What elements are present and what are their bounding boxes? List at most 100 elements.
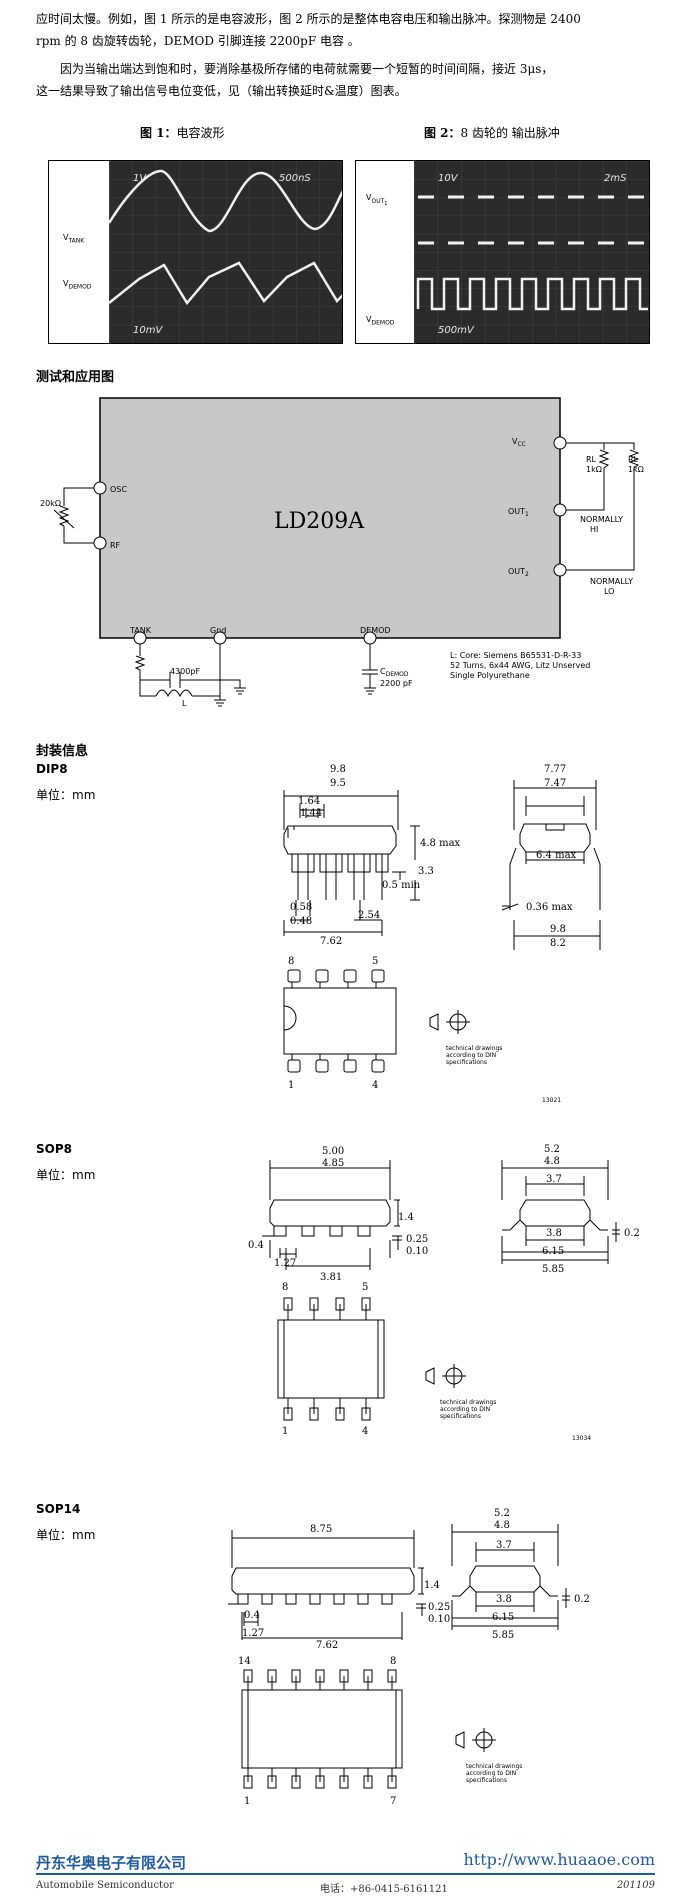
- sop8-name: SOP8: [36, 1142, 72, 1156]
- sop8-dim-5-2: 5.2: [544, 1144, 560, 1155]
- figure2-label: 图 2：: [424, 126, 461, 140]
- sop8-dim-0-4: 0.4: [248, 1240, 264, 1251]
- figure2-vout-label: VOUT1: [366, 193, 388, 207]
- rl1-label: RL: [586, 455, 597, 464]
- sop14-pin-7: 7: [390, 1796, 396, 1807]
- sop8-dim-6-15: 6.15: [542, 1246, 564, 1257]
- dip8-dim-9-8b: 9.8: [550, 924, 566, 935]
- application-heading: 测试和应用图: [36, 370, 115, 385]
- demod-label: DEMOD: [360, 626, 391, 635]
- figure2-vdemod-label: VDEMOD: [366, 315, 395, 327]
- intro-line-4: 这一结果导致了输出信号电位变低，见（输出转换延时&温度）图表。: [36, 84, 407, 98]
- figure2-waveforms: [414, 161, 649, 343]
- rf-label: RF: [110, 541, 121, 550]
- figure2-scope: VOUT1 VDEMOD 10V 2mS 500mV: [355, 160, 650, 344]
- figure1-caption: 图 1：电容波形: [140, 124, 225, 141]
- dip8-pin-4: 4: [372, 1080, 378, 1091]
- dip8-dim-9-5: 9.5: [330, 778, 346, 789]
- dip8-tech-1: technical drawings: [446, 1045, 502, 1052]
- sop14-dim-0-10: 0.10: [428, 1614, 450, 1625]
- sop8-dim-0-25: 0.25: [406, 1234, 428, 1245]
- sop14-dim-5-2: 5.2: [494, 1508, 510, 1519]
- sop14-tech-1: technical drawings: [466, 1763, 522, 1770]
- dip8-tech-2: according to DIN: [446, 1052, 496, 1059]
- sop14-drawing: 8.75 1.4 0.25 0.10 0.4 1.27 7.62 5.2 4.8…: [228, 1508, 590, 1807]
- dip8-dim-7-77: 7.77: [544, 764, 566, 775]
- note-line-1: L: Core: Siemens B65531-D-R-33: [450, 651, 581, 660]
- dip8-name: DIP8: [36, 762, 68, 776]
- sop8-dim-5-85: 5.85: [542, 1264, 564, 1275]
- sop8-dim-3-81: 3.81: [320, 1272, 342, 1283]
- gnd-label: Gnd: [210, 626, 226, 635]
- c4300-label: 4300pF: [170, 667, 200, 676]
- intro-line-2: rpm 的 8 齿旋转齿轮，DEMOD 引脚连接 2200pF 电容 。: [36, 34, 360, 48]
- dip8-pin-5: 5: [372, 956, 378, 967]
- sop8-tech-2: according to DIN: [440, 1406, 490, 1413]
- rl2-label: RL: [628, 455, 639, 464]
- dip8-dim-7-47: 7.47: [544, 778, 566, 789]
- normally-lo-2: LO: [604, 587, 614, 596]
- figure1-scale-left: 1V: [133, 173, 147, 184]
- sop8-dim-4-8: 4.8: [544, 1156, 560, 1167]
- figure1-scale-right: 500nS: [279, 173, 311, 184]
- sop14-dim-7-62: 7.62: [316, 1640, 338, 1651]
- osc-label: OSC: [110, 485, 127, 494]
- normally-lo-1: NORMALLY: [590, 577, 633, 586]
- normally-hi-1: NORMALLY: [580, 515, 623, 524]
- sop8-dim-3-7: 3.7: [546, 1174, 562, 1185]
- dip8-dim-1-44: 1.44: [300, 808, 322, 819]
- figure1-waveforms: [109, 161, 342, 343]
- sop14-dim-0-2: 0.2: [574, 1594, 590, 1605]
- figure1-scope: VTANK VDEMOD 1V 500nS 10mV: [48, 160, 343, 344]
- sop8-dim-0-2: 0.2: [624, 1228, 640, 1239]
- footer-company: 丹东华奥电子有限公司: [36, 1854, 187, 1872]
- sop8-dim-4-85: 4.85: [322, 1158, 344, 1169]
- r20k-label: 20kΩ: [40, 499, 61, 508]
- sop8-dim-1-27: 1.27: [274, 1258, 296, 1269]
- sop8-drawing: 5.00 4.85 1.4 0.25 0.10 0.4 1.27 3.81 5.…: [248, 1144, 640, 1442]
- dip8-dim-4-8max: 4.8 max: [420, 838, 461, 849]
- figure1-label: 图 1：: [140, 126, 177, 140]
- sop14-pin-14: 14: [238, 1656, 251, 1667]
- sop8-dim-1-4: 1.4: [398, 1212, 414, 1223]
- figure2-scale-left: 10V: [438, 173, 458, 184]
- dip8-pin-8: 8: [288, 956, 294, 967]
- sop8-pin-8: 8: [282, 1282, 288, 1293]
- dip8-tech-3: specifications: [446, 1059, 487, 1066]
- vcc-label: VCC: [512, 437, 526, 448]
- dip8-dim-0-48: 0.48: [290, 916, 312, 927]
- application-diagram: LD209A VCC OSC RF OUT1 OUT2 TANK Gnd DEM…: [40, 397, 644, 708]
- note-line-2: 52 Turns, 6x44 AWG, Litz Unserved: [450, 661, 590, 670]
- sop14-tech-2: according to DIN: [466, 1770, 516, 1777]
- sop14-dim-0-4: 0.4: [244, 1610, 260, 1621]
- sop14-dim-1-27: 1.27: [242, 1628, 264, 1639]
- intro-line-3: 因为当输出端达到饱和时，要消除基极所存储的电荷就需要一个短暂的时间间隔，接近 3…: [60, 62, 554, 76]
- sop8-tech-1: technical drawings: [440, 1399, 496, 1406]
- dip8-code: 13021: [542, 1097, 561, 1104]
- rl2-value: 1kΩ: [628, 465, 644, 474]
- figure2-scale-right: 2mS: [604, 173, 627, 184]
- sop14-dim-3-8: 3.8: [496, 1594, 512, 1605]
- sop8-dim-0-10: 0.10: [406, 1246, 428, 1257]
- sop14-dim-1-4: 1.4: [424, 1580, 440, 1591]
- footer-subtitle: Automobile Semiconductor: [36, 1880, 174, 1891]
- dip8-dim-0-58: 0.58: [290, 902, 312, 913]
- figure1-screen: 1V 500nS 10mV: [109, 161, 342, 343]
- footer-divider: [36, 1873, 655, 1875]
- dip8-dim-0-36max: 0.36 max: [526, 902, 573, 913]
- sop14-unit: 单位：mm: [36, 1528, 96, 1542]
- out1-label: OUT1: [508, 507, 529, 518]
- sop8-tech-3: specifications: [440, 1413, 481, 1420]
- sop14-dim-8-75: 8.75: [310, 1524, 332, 1535]
- package-heading: 封装信息: [36, 744, 89, 759]
- figure1-vdemod-label: VDEMOD: [63, 279, 92, 291]
- figure2-scale-bottom: 500mV: [438, 325, 474, 336]
- figure1-vtank-label: VTANK: [63, 233, 85, 245]
- dip8-pin-1: 1: [288, 1080, 294, 1091]
- footer-url-link[interactable]: http://www.huaaoe.com: [463, 1850, 656, 1869]
- dip8-dim-3-3: 3.3: [418, 866, 434, 877]
- cdemod-label: CDEMOD: [380, 667, 409, 678]
- dip8-dim-6-4max: 6.4 max: [536, 850, 577, 861]
- rl1-value: 1kΩ: [586, 465, 602, 474]
- note-line-3: Single Polyurethane: [450, 671, 530, 680]
